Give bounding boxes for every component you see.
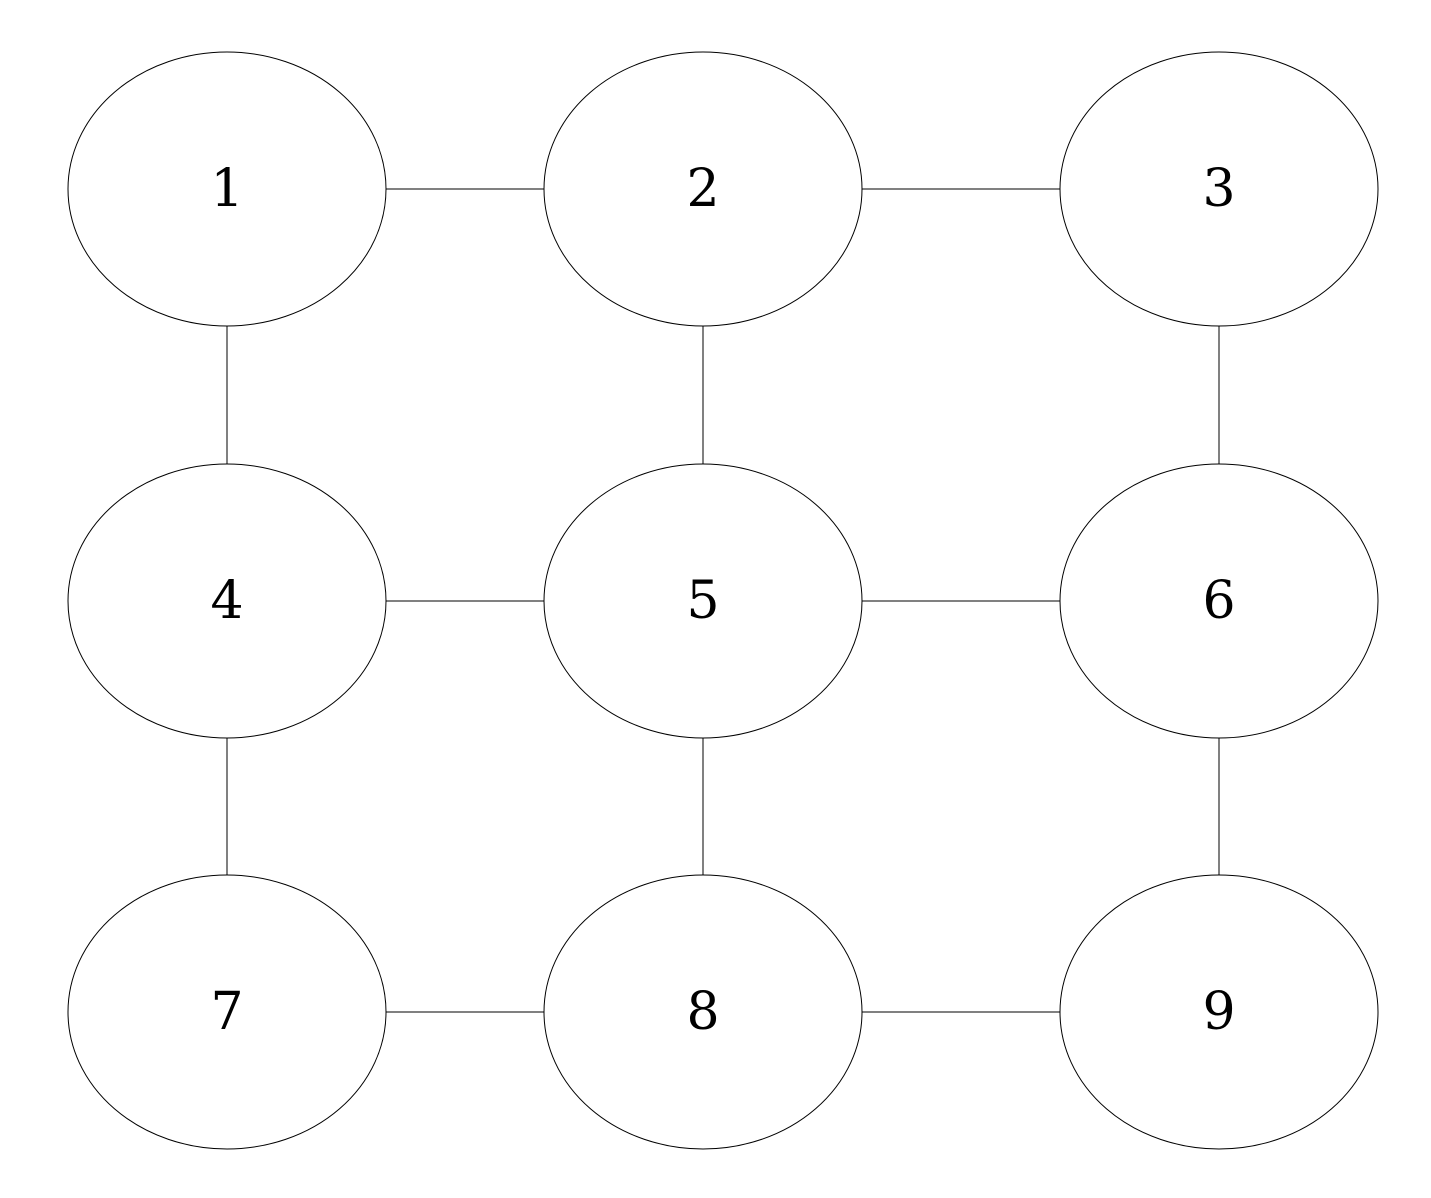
node-ellipse xyxy=(543,874,863,1150)
node-9: 9 xyxy=(1059,874,1379,1150)
node-2: 2 xyxy=(543,51,863,327)
node-7: 7 xyxy=(67,874,387,1150)
node-1: 1 xyxy=(67,51,387,327)
node-label: 8 xyxy=(686,982,719,1042)
node-6: 6 xyxy=(1059,463,1379,739)
edges-layer xyxy=(226,188,1220,1013)
node-label: 3 xyxy=(1202,159,1235,219)
node-ellipse xyxy=(67,51,387,327)
node-ellipse xyxy=(67,874,387,1150)
node-ellipse xyxy=(67,463,387,739)
node-label: 1 xyxy=(210,159,243,219)
node-ellipse xyxy=(1059,463,1379,739)
node-3: 3 xyxy=(1059,51,1379,327)
node-8: 8 xyxy=(543,874,863,1150)
node-ellipse xyxy=(543,51,863,327)
node-label: 2 xyxy=(686,159,719,219)
node-label: 5 xyxy=(686,571,719,631)
node-label: 6 xyxy=(1202,571,1235,631)
node-ellipse xyxy=(1059,51,1379,327)
node-label: 4 xyxy=(210,571,243,631)
nodes-layer: 1 2 3 4 5 6 7 8 9 xyxy=(67,51,1379,1150)
node-label: 9 xyxy=(1202,982,1235,1042)
node-4: 4 xyxy=(67,463,387,739)
node-5: 5 xyxy=(543,463,863,739)
node-ellipse xyxy=(543,463,863,739)
node-label: 7 xyxy=(210,982,243,1042)
node-ellipse xyxy=(1059,874,1379,1150)
